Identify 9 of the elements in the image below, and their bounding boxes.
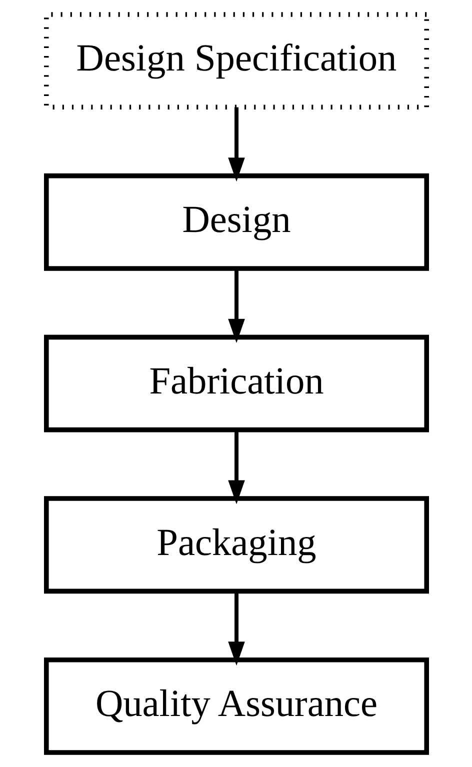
arrow — [228, 268, 244, 343]
arrow — [228, 591, 244, 666]
node-box: Fabrication — [44, 334, 428, 432]
node-box: Quality Assurance — [44, 657, 428, 755]
node-box: Design — [44, 173, 428, 271]
node-box: Packaging — [44, 496, 428, 594]
node-box: Design Specification — [44, 12, 428, 110]
arrow — [228, 107, 244, 182]
arrow — [228, 430, 244, 504]
